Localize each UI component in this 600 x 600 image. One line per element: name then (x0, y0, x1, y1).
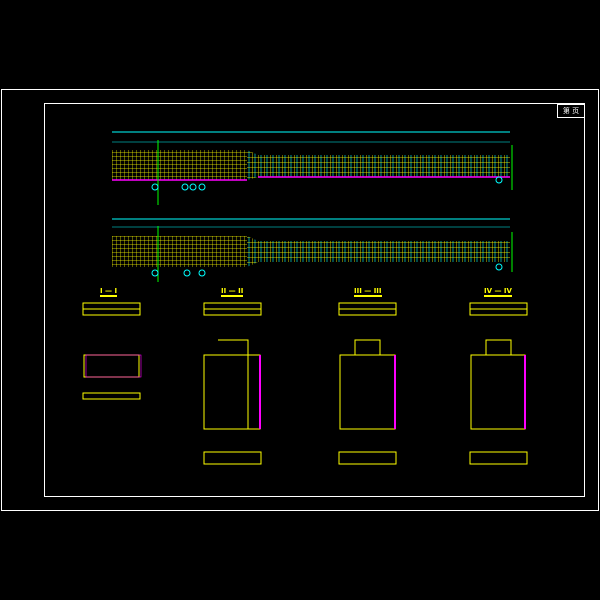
section-1-label: I — I (100, 287, 118, 297)
section-3-drawing (338, 302, 397, 465)
section-1-drawing (82, 302, 142, 400)
outer-frame (1, 89, 599, 511)
section-4-label: IV — IV (484, 287, 512, 297)
elevation-top (112, 131, 513, 205)
sheet-number-box: 第 页 (557, 104, 585, 118)
inner-frame (44, 103, 585, 497)
elevation-bottom (112, 218, 513, 282)
section-3-label: III — III (354, 287, 382, 297)
section-4-drawing (469, 302, 528, 465)
section-2-drawing (203, 302, 262, 465)
section-2-label: II — II (221, 287, 244, 297)
